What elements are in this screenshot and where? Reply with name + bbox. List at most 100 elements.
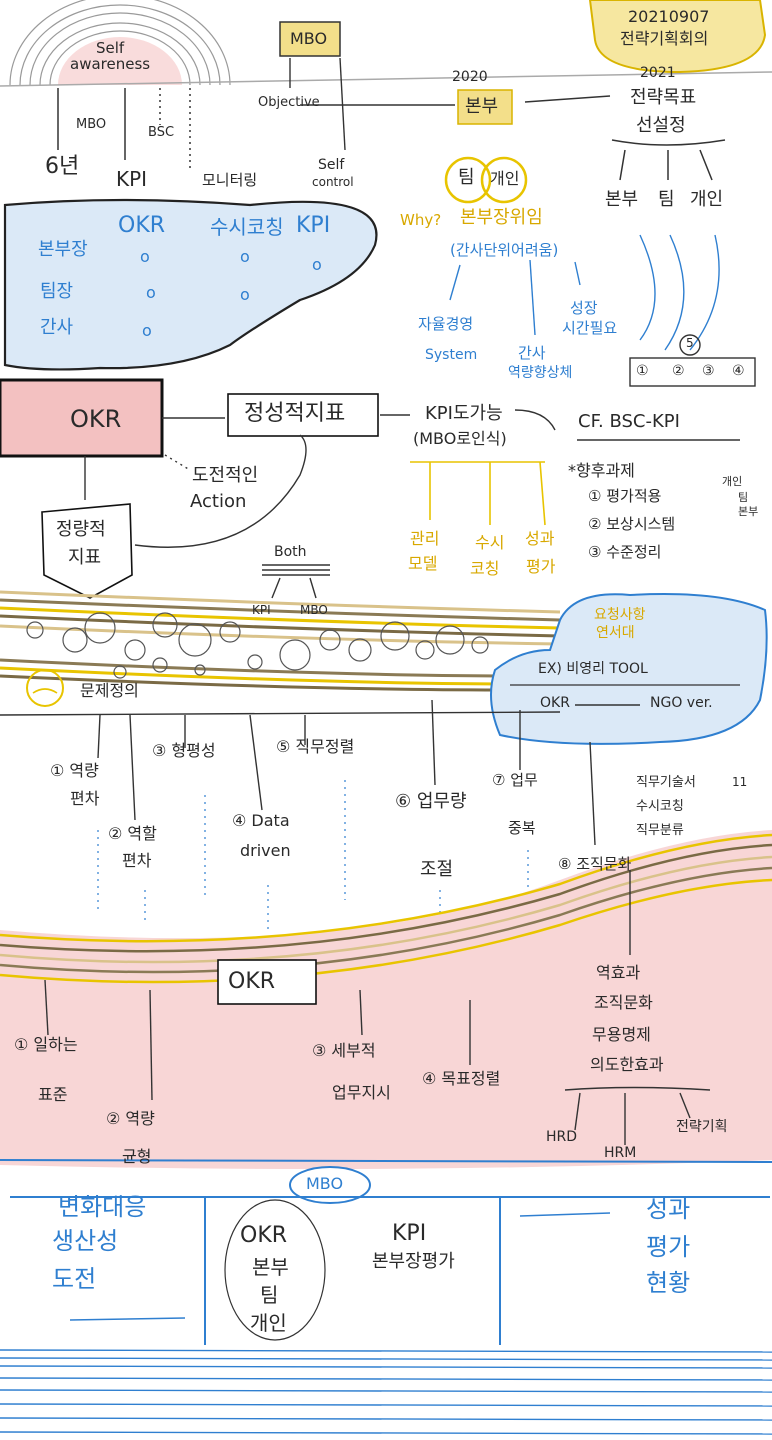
request-line2: 연서대 <box>596 625 635 641</box>
strata-pebbles <box>26 612 489 679</box>
mbo-recognition: (MBO로인식) <box>413 429 507 448</box>
row-label-secretary: 간사 <box>40 317 74 338</box>
problem-4-line1: ④ Data <box>232 811 290 830</box>
outcome-1-line2: 모델 <box>408 554 438 573</box>
strategy-goal-line1: 전략목표 <box>630 87 697 108</box>
outcome-3-line1: 성과 <box>525 529 555 548</box>
self-awareness-line1: Self <box>96 39 125 57</box>
target-team: 팀 <box>658 189 675 210</box>
result-1-line1: ① 일하는 <box>14 1035 78 1054</box>
quantitative-line2: 지표 <box>68 547 102 568</box>
challenge-line2: Action <box>190 491 247 512</box>
paren-note: (간사단위어려움) <box>450 241 559 259</box>
okr-ngo-right: NGO ver. <box>650 695 713 711</box>
problem-4-line2: driven <box>240 841 291 860</box>
tool-example: EX) 비영리 TOOL <box>538 661 648 677</box>
okr-box-label: OKR <box>228 969 276 994</box>
problem-6-line2: 조절 <box>420 859 454 880</box>
mark-r1-c2: o <box>240 247 250 266</box>
bottom-kpi: KPI <box>392 1221 427 1246</box>
future-target-team: 팀 <box>738 491 749 504</box>
result-2-line2: 균형 <box>122 1147 152 1166</box>
self-control-line2: control <box>312 175 354 189</box>
year-2021: 2021 <box>640 65 676 81</box>
mbo-label: MBO <box>76 117 107 132</box>
row-label-head: 본부장 <box>38 239 88 260</box>
problem-1-line2: 편차 <box>70 789 100 808</box>
cf-bsc-kpi: CF. BSC-KPI <box>578 411 680 432</box>
secretary-line2: 역량향상체 <box>508 365 573 381</box>
right-line3: 현황 <box>646 1269 691 1297</box>
future-item-2: ② 보상시스템 <box>588 515 676 533</box>
bottom-mbo: MBO <box>306 1174 344 1193</box>
step-3: ③ <box>702 363 715 379</box>
objective-label: Objective <box>258 95 320 110</box>
personal-2020: 개인 <box>490 169 520 188</box>
effect-4: 의도한효과 <box>590 1055 664 1074</box>
problem-2-line1: ② 역할 <box>108 824 157 843</box>
challenge-line1: 도전적인 <box>192 465 259 486</box>
self-awareness-line2: awareness <box>70 55 151 73</box>
bullet-number: 11 <box>732 775 748 789</box>
row-label-team: 팀장 <box>40 281 74 302</box>
outcome-2-line2: 코칭 <box>470 559 500 578</box>
bottom-kpi-text: 본부장평가 <box>372 1251 455 1272</box>
problem-1-line1: ① 역량 <box>50 761 99 780</box>
result-4: ④ 목표정렬 <box>422 1069 501 1088</box>
bottom-okr-item3: 개인 <box>250 1311 287 1335</box>
autonomy-line2: System <box>425 347 478 363</box>
future-title: *향후과제 <box>568 461 635 480</box>
monitoring-label: 모니터링 <box>202 171 258 189</box>
circled-five: 5 <box>686 336 694 350</box>
bullet-1: 직무기술서 <box>636 775 696 790</box>
result-1-line2: 표준 <box>38 1085 68 1104</box>
bottom-okr: OKR <box>240 1223 288 1248</box>
result-2-line1: ② 역량 <box>106 1109 155 1128</box>
outcome-3-line2: 평가 <box>526 557 556 576</box>
mark-r2-c1: o <box>146 283 156 302</box>
both-kpi: KPI <box>252 603 271 617</box>
target-personal: 개인 <box>690 189 724 210</box>
pink-stratum-lines <box>0 833 772 984</box>
mark-r1-c3: o <box>312 255 322 274</box>
self-control-line1: Self <box>318 157 345 173</box>
both-mbo: MBO <box>300 603 328 617</box>
outcome-1-line1: 관리 <box>410 529 440 548</box>
growth-line2: 시간필요 <box>562 319 618 337</box>
target-division: 본부 <box>605 189 639 210</box>
autonomy-line1: 자율경영 <box>418 315 474 333</box>
qualitative-indicator: 정성적지표 <box>244 401 346 426</box>
problem-7-line2: 중복 <box>508 819 536 837</box>
bullet-2: 수시코칭 <box>636 799 684 814</box>
meeting-date: 20210907 <box>628 7 710 26</box>
mark-r2-c2: o <box>240 285 250 304</box>
division-2020: 본부 <box>465 96 499 117</box>
step-1: ① <box>636 363 649 379</box>
date-cloud <box>588 0 767 74</box>
request-cloud <box>490 593 768 745</box>
secretary-line1: 간사 <box>518 344 546 362</box>
col-okr: OKR <box>118 213 166 238</box>
okr-coaching-cloud <box>3 198 378 371</box>
future-target-division: 본부 <box>738 505 759 518</box>
problem-8: ⑧ 조직문화 <box>558 855 632 873</box>
mark-r1-c1: o <box>140 247 150 266</box>
outcome-2-line1: 수시 <box>475 533 505 552</box>
right-line1: 성과 <box>646 1195 691 1223</box>
problem-6-line1: ⑥ 업무량 <box>395 791 467 812</box>
okr-main: OKR <box>70 405 122 433</box>
problem-3: ③ 형평성 <box>152 741 216 760</box>
mark-r3-c1: o <box>142 321 152 340</box>
bsc-label: BSC <box>148 125 175 140</box>
mbo-box-shape <box>279 21 341 57</box>
meeting-title: 전략기획회의 <box>620 29 709 48</box>
problem-2-line2: 편차 <box>122 851 152 870</box>
effect-2: 조직문화 <box>594 993 653 1012</box>
problem-title: 문제정의 <box>80 681 139 700</box>
bottom-okr-item2: 팀 <box>260 1283 279 1307</box>
branch-hrd: HRD <box>546 1129 578 1145</box>
strata-band <box>0 590 561 692</box>
both-label: Both <box>274 544 307 560</box>
left-line3: 도전 <box>52 1265 97 1293</box>
